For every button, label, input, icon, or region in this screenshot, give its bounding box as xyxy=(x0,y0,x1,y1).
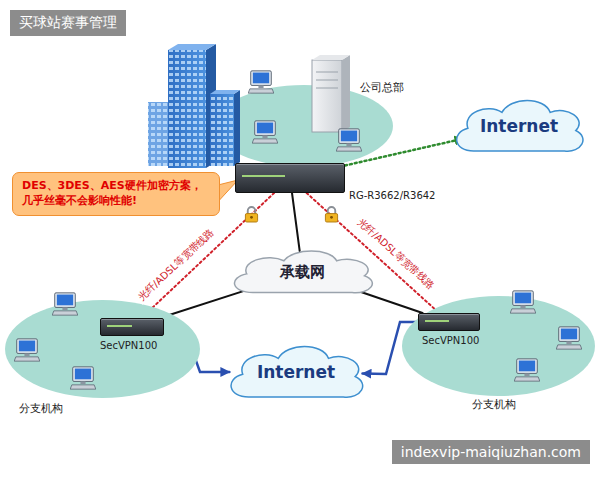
node-heading: 公司总部 xyxy=(360,81,404,96)
node-heading: SecVPN100 xyxy=(100,339,157,353)
device-body xyxy=(100,318,164,336)
vpn-device: SecVPN100 xyxy=(418,313,480,331)
device-body xyxy=(418,313,480,331)
cloud-shape xyxy=(231,347,363,398)
device-body xyxy=(235,163,345,193)
vpn-device: SecVPN100 xyxy=(100,318,164,336)
device-panel xyxy=(242,175,285,177)
internet-cloud: Internet xyxy=(222,338,370,406)
computer-icons xyxy=(14,71,582,389)
callout-box: DES、3DES、AES硬件加密方案，几乎丝毫不会影响性能! xyxy=(12,172,220,216)
link-label: 光纤/ADSL等宽带线路 xyxy=(134,224,218,305)
node-heading: 分支机构 xyxy=(472,398,516,413)
node-text: DES、3DES、AES硬件加密方案，几乎丝毫不会影响性能! xyxy=(12,172,220,216)
cloud-shape xyxy=(457,101,583,152)
carrier-cloud: 承载网 xyxy=(225,244,380,300)
hq-buildings xyxy=(148,44,240,168)
node-heading: SecVPN100 xyxy=(422,334,479,348)
zone-fill xyxy=(402,296,595,396)
internet-cloud: Internet xyxy=(448,92,590,160)
node-text: Internet xyxy=(257,361,335,384)
node-heading: 分支机构 xyxy=(19,402,63,417)
lock-icons xyxy=(245,207,337,222)
cloud-shape xyxy=(234,251,372,293)
router-device: RG-R3662/R3642 xyxy=(235,163,345,193)
watermark-label: 买球站赛事管理 xyxy=(10,10,126,36)
link-line xyxy=(292,193,300,251)
watermark-label: indexvip-maiqiuzhan.com xyxy=(392,440,590,464)
node-text: 承载网 xyxy=(280,262,325,282)
server-tower xyxy=(312,55,350,132)
zone-fill xyxy=(5,300,200,398)
zone-fill xyxy=(215,85,393,167)
device-panel xyxy=(107,325,132,327)
device-panel xyxy=(425,320,449,322)
node-text: Internet xyxy=(480,115,558,138)
zone-ellipse xyxy=(215,85,393,167)
link-line xyxy=(160,287,255,318)
node-heading: RG-R3662/R3642 xyxy=(349,189,435,203)
hq-zone: 公司总部 xyxy=(215,85,393,167)
